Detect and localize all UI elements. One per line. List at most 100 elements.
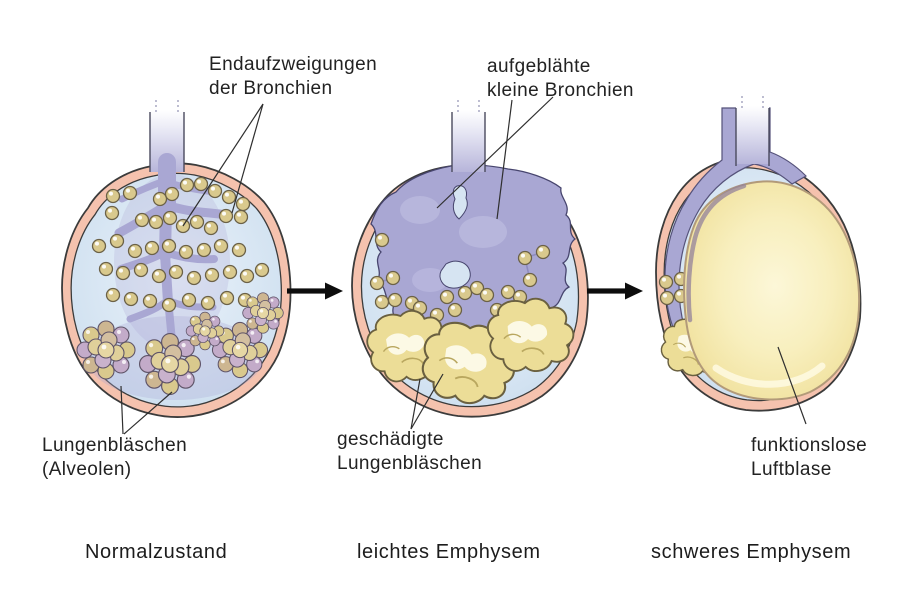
air-pocket <box>452 185 468 220</box>
alveoli-bead <box>98 261 114 277</box>
label-inflated-bronchi: aufgeblähte kleine Bronchien <box>487 55 634 103</box>
leader-line-alveoli <box>123 391 173 435</box>
label-line: Lungenbläschen <box>337 453 483 474</box>
alveoli-bead <box>447 302 463 318</box>
alveoli-bead <box>374 294 390 310</box>
label-line: aufgeblähte <box>487 56 591 77</box>
alveoli-bead <box>207 183 223 199</box>
bronchi-highlight <box>412 268 448 292</box>
alveoli-bead <box>105 287 121 303</box>
alveoli-bead <box>204 267 220 283</box>
alveoli-cluster <box>76 320 136 380</box>
alveoli-bead <box>152 191 168 207</box>
alveoli-bead <box>387 292 403 308</box>
alveoli-bead <box>203 220 219 236</box>
caption-normal-state: Normalzustand <box>85 541 228 563</box>
alveoli-bead <box>658 274 674 290</box>
caption-mild-emphysema: leichtes Emphysem <box>357 541 541 563</box>
normal-lung-illustration <box>61 100 292 418</box>
alveoli-bead <box>151 268 167 284</box>
label-bronchi-endings: Endaufzweigungen der Bronchien <box>209 53 377 101</box>
alveoli-bead <box>193 176 209 192</box>
alveoli-bead <box>168 264 184 280</box>
label-line: kleine Bronchien <box>487 80 634 101</box>
alveoli-bead <box>133 262 149 278</box>
alveoli-bead <box>105 188 121 204</box>
leader-line-air-bubble <box>777 346 807 425</box>
bronchi-highlight <box>459 216 507 248</box>
alveoli-bead <box>522 272 538 288</box>
label-line: funktionslose <box>751 435 868 456</box>
alveoli-bead <box>186 270 202 286</box>
label-line: Luftblase <box>751 459 832 480</box>
alveoli-bead <box>122 185 138 201</box>
alveoli-bead <box>221 189 237 205</box>
alveoli-bead <box>500 284 516 300</box>
label-air-bubble: funktionslose Luftblase <box>751 434 867 482</box>
stem-outline <box>149 112 185 172</box>
stem-cut-marks <box>155 100 179 112</box>
leader-line-damaged-alveoli <box>410 378 421 430</box>
leader-line-alveoli <box>120 385 124 435</box>
alveoli-bead <box>213 238 229 254</box>
alveoli-bead <box>181 292 197 308</box>
alveoli-bead <box>104 205 120 221</box>
label-line: (Alveolen) <box>42 459 132 480</box>
alveoli-bead <box>517 250 533 266</box>
alveoli-bead <box>91 238 107 254</box>
alveoli-bead <box>219 290 235 306</box>
bronchus-stem <box>452 110 485 172</box>
alveoli-bead <box>535 244 551 260</box>
alveoli-bead <box>385 270 401 286</box>
alveoli-bead <box>239 268 255 284</box>
alveoli-bead <box>479 287 495 303</box>
alveoli-bead <box>161 238 177 254</box>
alveoli-bead <box>161 297 177 313</box>
alveoli-cluster <box>242 292 284 334</box>
alveoli-bead <box>162 210 178 226</box>
alveoli-bead <box>178 244 194 260</box>
alveoli-bead <box>179 177 195 193</box>
alveoli-bead <box>369 275 385 291</box>
leader-line-inflated-bronchi <box>496 99 513 220</box>
label-alveoli: Lungenbläschen (Alveolen) <box>42 434 187 482</box>
severe-emphysema-illustration <box>655 96 862 412</box>
alveoli-bead <box>134 212 150 228</box>
alveoli-bead <box>144 240 160 256</box>
bronchi-highlight <box>400 196 440 224</box>
alveoli-bead <box>235 196 251 212</box>
label-line: der Bronchien <box>209 78 333 99</box>
alveoli-bead <box>196 242 212 258</box>
alveoli-bead <box>222 264 238 280</box>
alveoli-bead <box>123 291 139 307</box>
alveoli-bead <box>200 295 216 311</box>
alveoli-bead <box>115 265 131 281</box>
bronchus-stem <box>736 106 769 164</box>
air-bubble <box>683 180 861 401</box>
mild-emphysema-illustration <box>351 100 589 418</box>
alveoli-cluster <box>185 311 225 351</box>
arrow-icon <box>587 282 643 300</box>
stem-cut-marks <box>457 100 480 112</box>
alveoli-bead <box>148 214 164 230</box>
stem-outline <box>735 108 770 166</box>
label-line: Endaufzweigungen <box>209 54 378 75</box>
stem-cut-marks <box>741 96 764 108</box>
alveoli-bead <box>254 262 270 278</box>
caption-severe-emphysema: schweres Emphysem <box>651 541 852 563</box>
alveoli-bead <box>659 290 675 306</box>
air-pocket <box>439 260 471 289</box>
leader-line-damaged-alveoli <box>410 373 444 430</box>
label-line: geschädigte <box>337 429 444 450</box>
alveoli-bead <box>164 186 180 202</box>
alveoli-bead <box>189 214 205 230</box>
alveoli-bead <box>218 208 234 224</box>
leader-line-inflated-bronchi <box>436 96 554 209</box>
leader-lines <box>120 96 807 435</box>
alveoli-bead <box>231 242 247 258</box>
leader-line-bronchi-endings <box>182 103 264 227</box>
alveoli-bead <box>233 209 249 225</box>
leader-line-bronchi-endings <box>231 103 264 214</box>
alveoli-bead <box>457 285 473 301</box>
